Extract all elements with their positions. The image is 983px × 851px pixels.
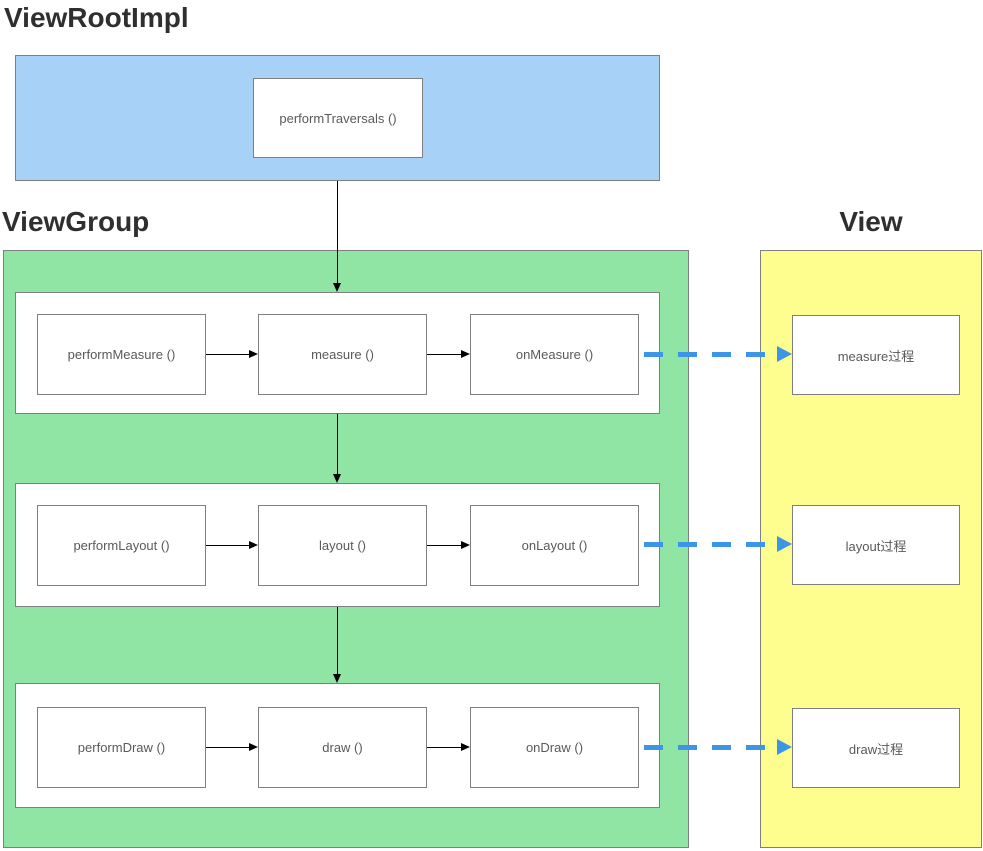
arrow-right-icon bbox=[206, 743, 258, 751]
dashed-arrow-right-icon bbox=[644, 536, 792, 552]
arrow-down-icon bbox=[333, 414, 341, 483]
node-performtraversals: performTraversals () bbox=[253, 78, 423, 158]
arrow-right-icon bbox=[206, 541, 258, 549]
node-draw: draw () bbox=[258, 707, 427, 788]
node-onmeasure: onMeasure () bbox=[470, 314, 639, 395]
node-measure-process: measure过程 bbox=[792, 315, 960, 395]
node-draw-process: draw过程 bbox=[792, 708, 960, 788]
dashed-arrow-right-icon bbox=[644, 346, 792, 362]
arrow-right-icon bbox=[427, 350, 470, 358]
node-performmeasure: performMeasure () bbox=[37, 314, 206, 395]
node-onlayout: onLayout () bbox=[470, 505, 639, 586]
view-title: View bbox=[839, 206, 903, 237]
node-performlayout: performLayout () bbox=[37, 505, 206, 586]
node-layout-process: layout过程 bbox=[792, 505, 960, 585]
arrow-down-icon bbox=[333, 181, 341, 292]
viewrootimpl-title: ViewRootImpl bbox=[4, 2, 189, 33]
arrow-right-icon bbox=[427, 541, 470, 549]
node-layout: layout () bbox=[258, 505, 427, 586]
node-performdraw: performDraw () bbox=[37, 707, 206, 788]
dashed-arrow-right-icon bbox=[644, 739, 792, 755]
arrow-down-icon bbox=[333, 607, 341, 683]
arrow-right-icon bbox=[427, 743, 470, 751]
node-measure: measure () bbox=[258, 314, 427, 395]
viewgroup-title: ViewGroup bbox=[2, 206, 150, 237]
arrow-right-icon bbox=[206, 350, 258, 358]
node-ondraw: onDraw () bbox=[470, 707, 639, 788]
